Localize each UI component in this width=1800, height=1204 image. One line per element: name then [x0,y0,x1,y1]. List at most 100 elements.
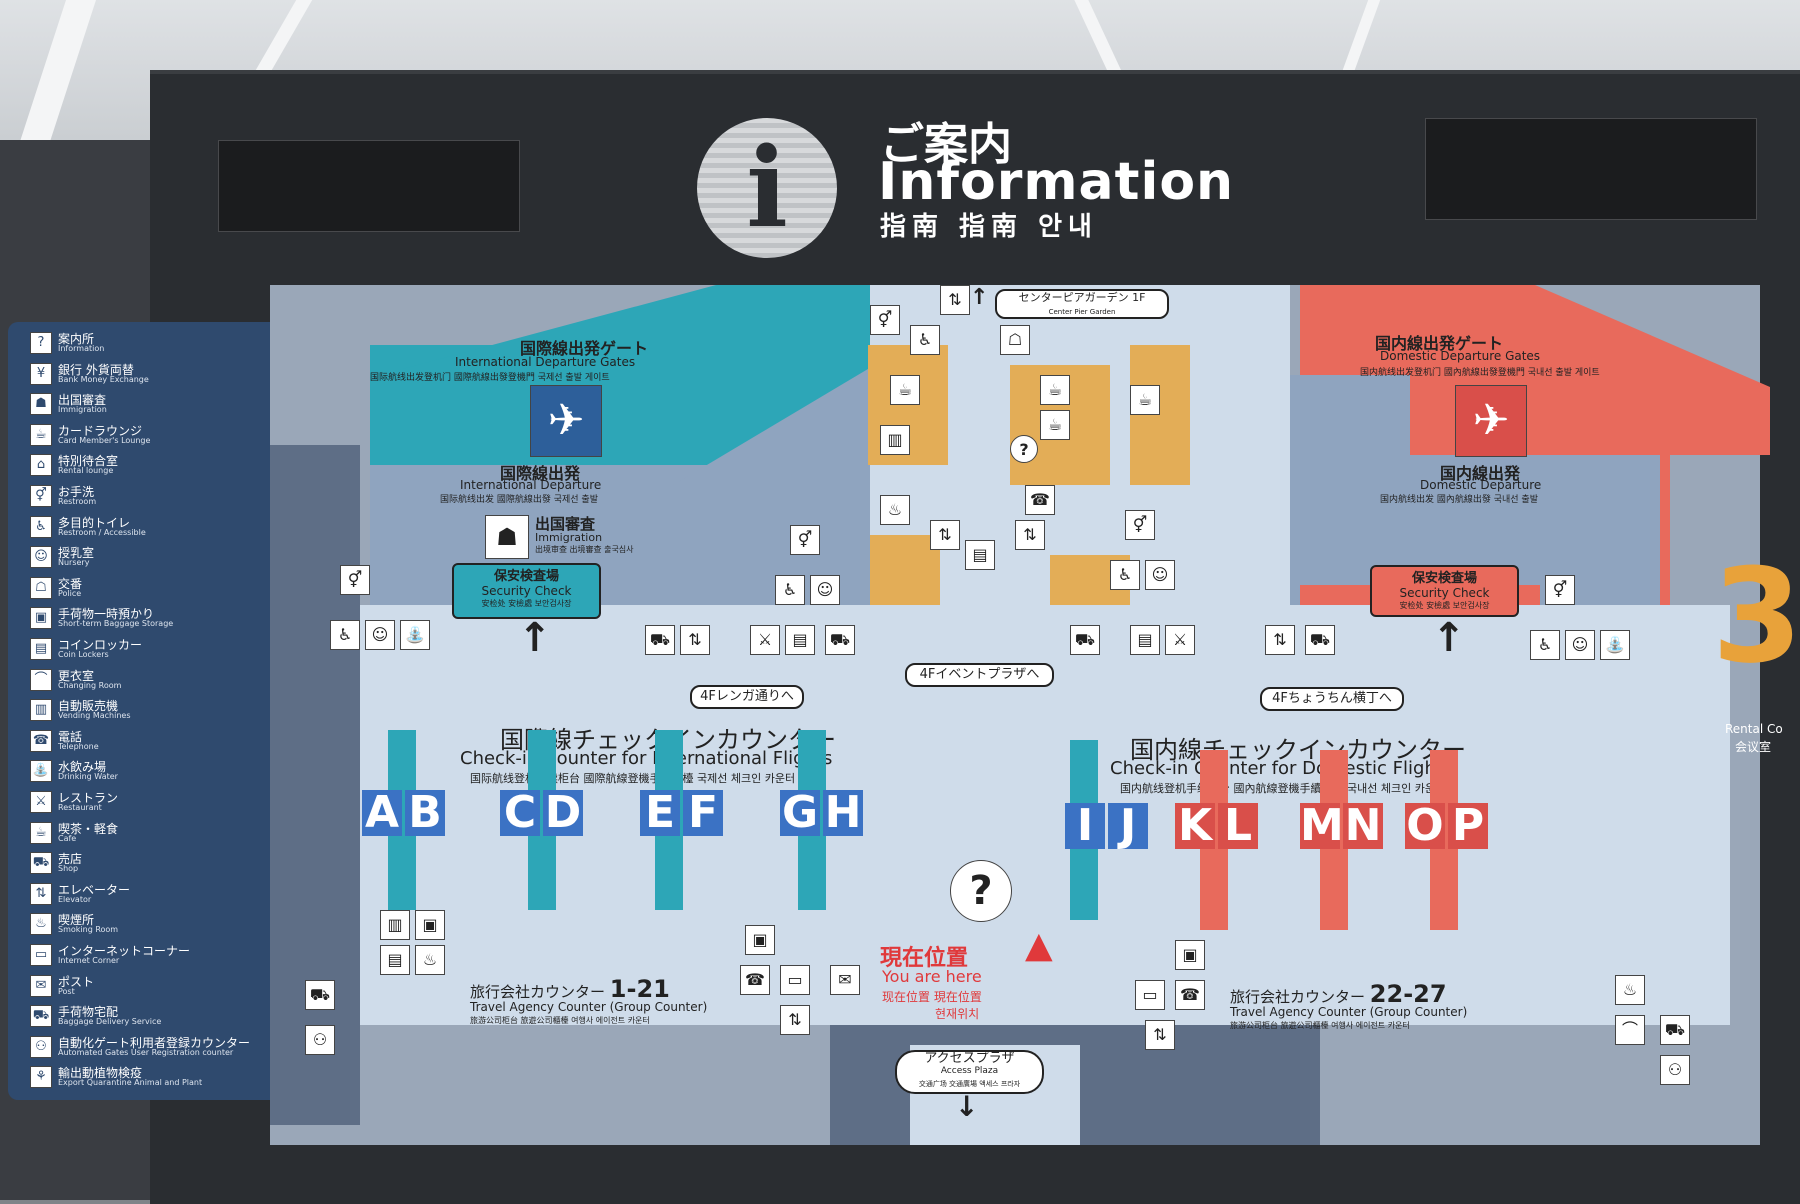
legend-item-label-en: Immigration [58,405,107,415]
vending-icon: ▥ [380,910,410,940]
changing-room-icon: ⌒ [1615,1015,1645,1045]
link-4f-chochin[interactable]: 4Fちょうちん横丁へ [1260,687,1404,711]
pier-garden-label: センターピアガーデン 1F [1018,291,1146,304]
intl-security-check: 保安検査場 Security Check 安检处 安檢處 보안검사장 [452,563,601,619]
cafe-icon: ☕ [1040,410,1070,440]
legend-item-label: コインロッカー [58,638,143,652]
access-plaza-sign[interactable]: アクセスプラザ Access Plaza 交通广场 交通廣場 액세스 프라자 [895,1050,1044,1094]
rental-room-label: Rental Co [1725,722,1783,736]
counter-f: F [683,790,723,836]
legend-item-label: 交番 [58,576,83,591]
cafe-icon: ☕ [1040,375,1070,405]
legend-item-label: レストラン [58,791,119,805]
bank-icon: ¥ [30,362,52,385]
legend-item-label-en: Coin Lockers [58,650,109,659]
shop-zone [1130,345,1190,485]
travel-counter-left-sub: 旅游公司柜台 旅遊公司櫃檯 여행사 에이전트 카운터 [470,1016,650,1025]
water-icon: ⛲ [400,620,430,650]
smoking-icon: ♨ [1615,975,1645,1005]
delivery-icon: ⛟ [30,1005,52,1028]
vending-icon: ▥ [880,425,910,455]
legend-item-label: 輸出動植物検疫 [58,1066,143,1081]
elevator-icon: ⇅ [930,520,960,550]
shop-icon: ⛟ [1305,625,1335,655]
locker-icon: ▤ [785,625,815,655]
center-pier-garden-sign: センターピアガーデン 1F Center Pier Garden [995,289,1169,319]
counter-g: G [780,787,820,838]
telephone-icon: ☎ [1025,485,1055,515]
legend-item-label: 多目的トイレ [58,515,131,530]
legend-item-label: 水飲み場 [58,760,107,775]
counter-d: D [543,787,583,838]
floor-number: 3 [1712,540,1800,692]
legend-item-label-en: Restroom / Accessible [58,527,146,537]
legend-item-label: 出国審査 [58,393,107,408]
counter-h: H [823,787,863,838]
water-icon: ⛲ [1600,630,1630,660]
legend-item-label: 特別待合室 [58,454,119,469]
locker-icon: ▤ [965,540,995,570]
elevator-icon: ⇅ [30,882,52,905]
smoking-icon: ♨ [880,495,910,525]
delivery-icon: ⛟ [1660,1015,1690,1045]
legend-item-label-en: Police [58,588,82,598]
intl-departure-label: 国際線出発 [500,464,581,483]
legend-item-label-en: Elevator [58,894,92,904]
intl-departure-label-en: International Departure [460,478,602,492]
legend-item-label-en: Internet Corner [58,956,120,965]
travel-counter-right-sub: 旅游公司柜台 旅遊公司櫃檯 여행사 에이전트 카운터 [1230,1021,1410,1030]
immigration-label-sub: 出境审查 出境審查 출국심사 [535,545,634,554]
intl-gates-label-en: International Departure Gates [455,355,636,369]
counter-p: P [1448,803,1488,849]
wheelchair-icon: ♿ [1530,630,1560,660]
locker-icon: ▤ [30,638,52,660]
wheelchair-icon: ♿ [1110,560,1140,590]
shop-icon: ⛟ [645,625,675,655]
legend-item-label: 案内所 [58,332,95,346]
information-icon: ? [30,332,52,354]
legend-item-label-en: Rental lounge [58,466,114,476]
counter-m: M [1300,800,1344,851]
post-icon: ✉ [830,965,860,995]
dom-gates-label-en: Domestic Departure Gates [1380,349,1541,363]
counter-o: O [1405,800,1445,851]
dom-gates-label-sub: 国内航线出发登机门 國內航線出發登機門 국내선 출발 게이트 [1360,368,1600,378]
elevator-icon: ⇅ [680,625,710,655]
elevator-icon: ⇅ [1015,520,1045,550]
link-4f-event-plaza[interactable]: 4Fイベントプラザへ [905,663,1054,687]
shop-icon: ⛟ [825,625,855,655]
auto-gate-icon: ⚇ [30,1035,52,1058]
legend-item-label: お手洗 [58,485,95,499]
speaker-grille-left [218,140,520,232]
legend-item-label: 喫茶・軽食 [58,821,119,836]
lounge-icon: ☕ [30,423,52,446]
counter-b: B [405,790,445,836]
nursery-icon: ☺ [1145,560,1175,590]
counter-e: E [640,790,680,836]
post-icon: ✉ [30,974,52,997]
baggage-storage-icon: ▣ [30,607,52,630]
dom-security-label-sub: 安检处 安檢處 보안검사장 [1399,601,1490,610]
information-icon: i [697,118,837,258]
dom-security-check: 保安検査場 Security Check 安检处 安檢處 보안검사장 [1370,565,1519,617]
elevator-icon: ⇅ [1145,1020,1175,1050]
dom-gates-label: 国内線出発ゲート [1375,334,1504,353]
you-are-here-label-ko: 현재위치 [935,1007,980,1021]
legend-item-label-en: Export Quarantine Animal and Plant [58,1078,203,1088]
legend-item-label-en: Automated Gates User Registration counte… [58,1047,234,1057]
legend-item-label: 自動化ゲート利用者登録カウンター [58,1035,251,1050]
dom-security-label: 保安検査場 [1411,571,1477,586]
shop-icon: ⛟ [30,852,52,875]
legend-item-label-en: Post [58,986,75,996]
travel-counter-left-label: 旅行会社カウンター 1-21 [470,975,670,1003]
nursery-icon: ☺ [30,546,52,569]
wheelchair-icon: ♿ [775,575,805,605]
link-4f-renga[interactable]: 4Fレンガ通りへ [690,685,804,709]
intl-checkin-label-sub: 国际航线登机手续柜台 國際航線登機手續櫃檯 국제선 체크인 카운터 [470,772,796,785]
legend-item-label: 電話 [58,729,83,744]
counter-i: I [1065,803,1105,849]
access-plaza-label: アクセスプラザ [924,1051,1015,1066]
dom-checkin-label-sub: 国内航线登机手续柜台 國內航線登機手續櫃檯 국내선 체크인 카운터 [1120,782,1446,795]
travel-counter-left-en: Travel Agency Counter (Group Counter) [470,1000,708,1014]
rental-lounge-icon: ⌂ [30,454,52,477]
